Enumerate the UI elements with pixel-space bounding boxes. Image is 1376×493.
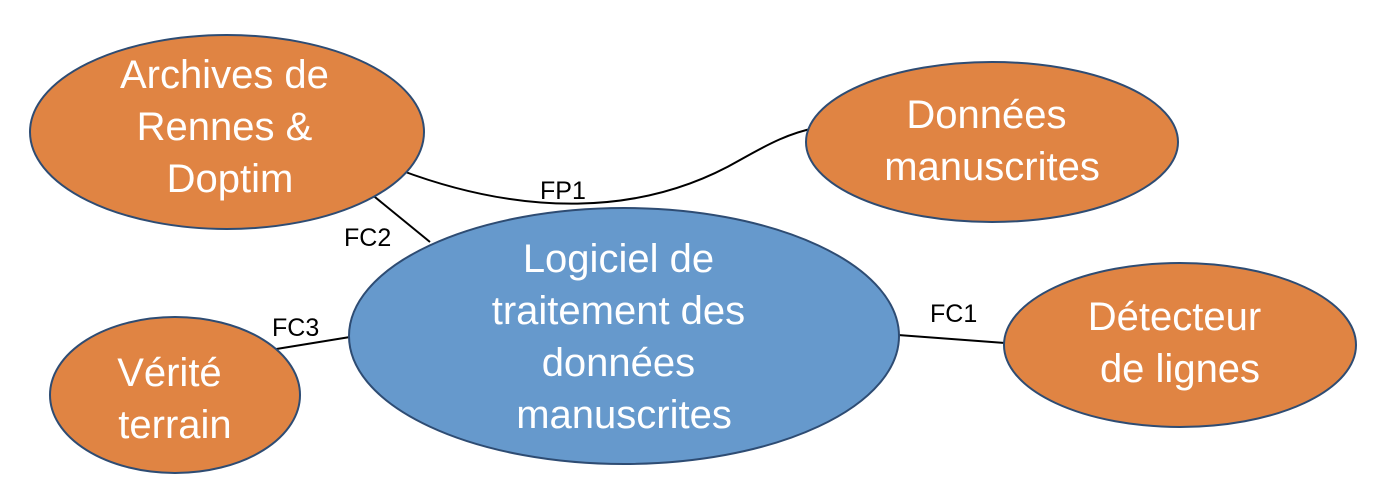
- node-label-archives: Archives de Rennes & Doptim: [120, 53, 340, 201]
- edge-fp1: [399, 127, 816, 205]
- node-logiciel: [348, 207, 900, 465]
- node-detecteur: [1003, 262, 1357, 428]
- edge-fc2: [369, 192, 431, 243]
- node-label-verite: Vérité terrain: [117, 351, 233, 447]
- node-archives: [29, 34, 425, 230]
- node-label-logiciel: Logiciel de traitement des données manus…: [492, 237, 757, 437]
- node-label-detecteur: Détecteur de lignes: [1088, 295, 1273, 391]
- node-label-donnees: Données manuscrites: [884, 93, 1100, 189]
- edge-label-fp1: FP1: [540, 177, 586, 205]
- node-verite: [49, 316, 301, 474]
- edge-fc1: [897, 334, 1006, 344]
- edge-label-fc2: FC2: [344, 224, 391, 252]
- edge-label-fc3: FC3: [272, 314, 319, 342]
- edge-label-fc1: FC1: [930, 300, 977, 328]
- node-donnees: [805, 61, 1179, 223]
